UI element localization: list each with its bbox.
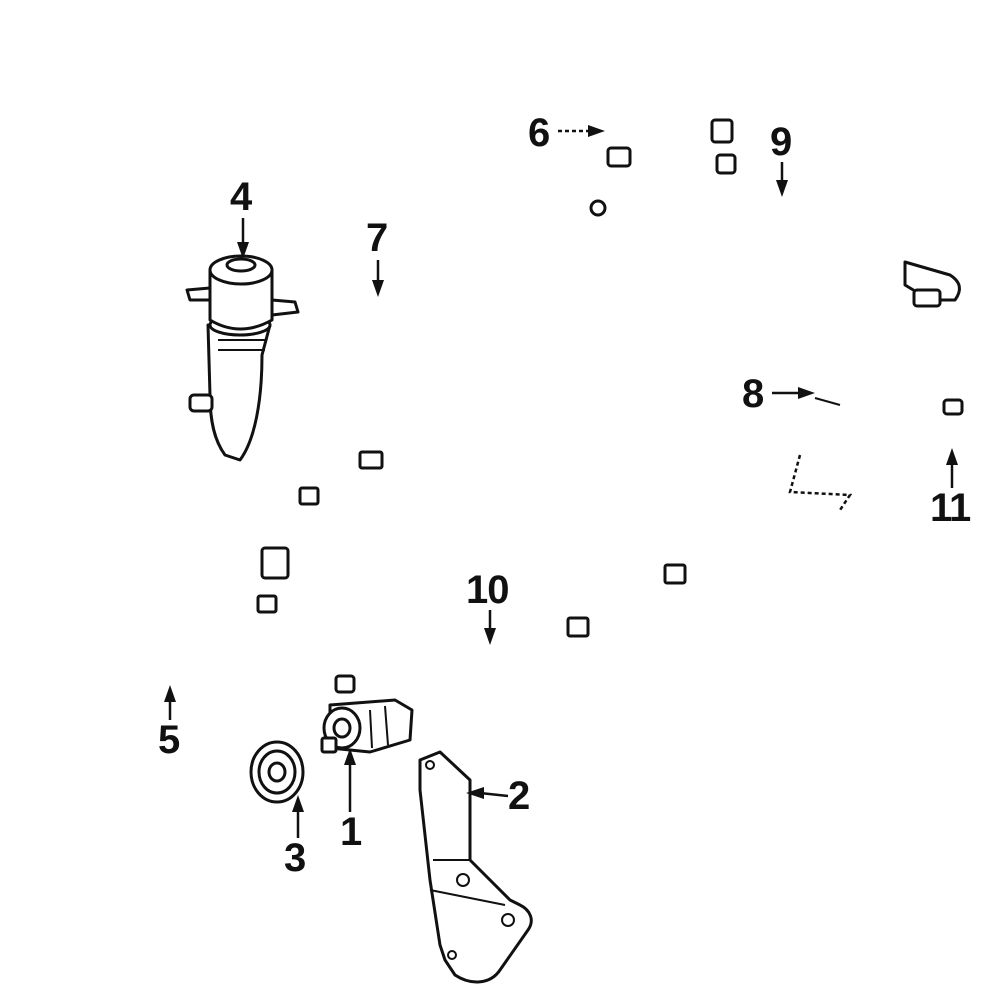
callout-5: 5 [158,718,180,762]
part-7-suction-hose[interactable] [340,291,445,380]
part-4-reservoir[interactable] [185,254,300,462]
part-1-pump[interactable] [286,674,414,754]
part-6-pressure-hose[interactable] [589,17,734,217]
part-2-bracket[interactable] [418,750,533,984]
callout-11: 11 [930,486,971,530]
part-9-return-line[interactable] [715,153,961,308]
part-8-hose[interactable] [790,339,930,460]
callout-4: 4 [230,175,252,219]
callout-6: 6 [528,111,550,155]
part-3-pulley[interactable] [249,740,305,804]
connection-line [788,454,853,511]
callout-1: 1 [340,810,362,854]
part-5-hose[interactable] [40,500,260,687]
callout-3: 3 [284,836,306,880]
callout-8: 8 [742,372,764,416]
callout-2: 2 [508,774,530,818]
part-10-cooler-pipe[interactable] [110,407,841,666]
part-11-line[interactable] [932,398,974,445]
callout-10: 10 [466,568,509,612]
callout-9: 9 [770,120,792,164]
callout-7: 7 [366,216,388,260]
leader-lines [164,125,958,838]
